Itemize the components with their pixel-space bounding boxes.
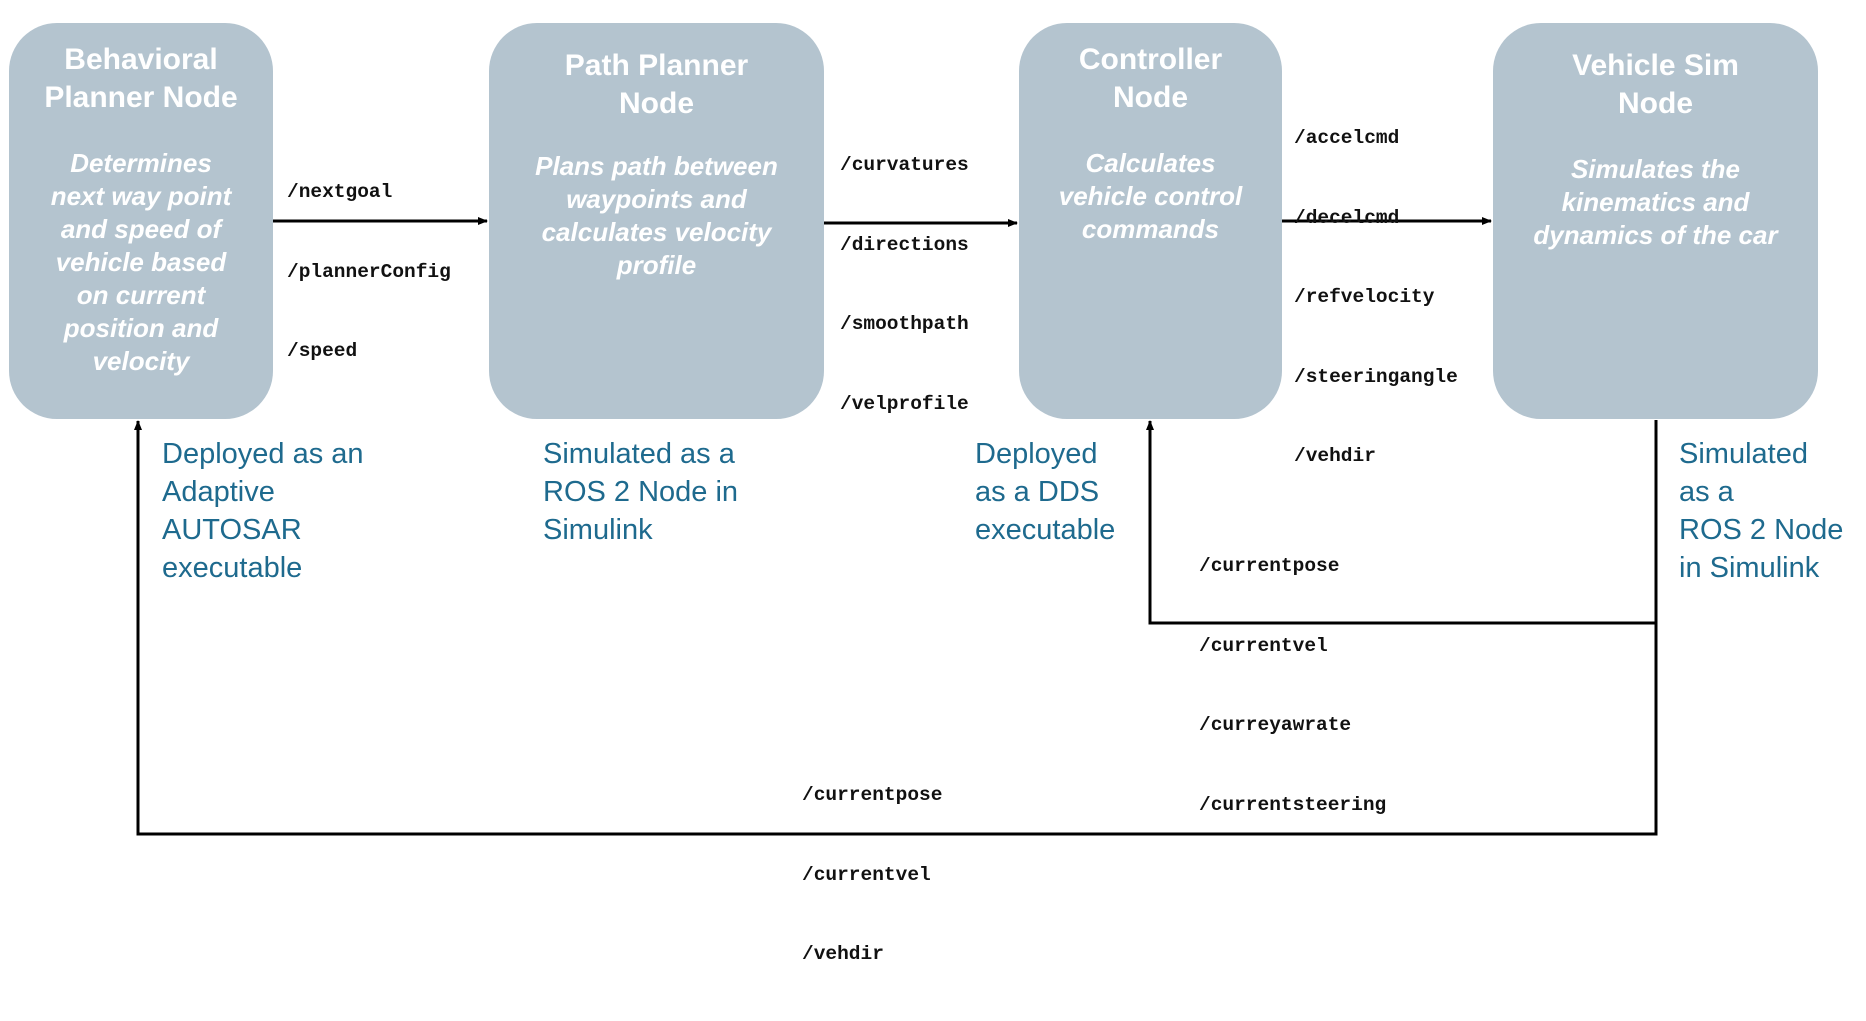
topic-label: /velprofile — [840, 392, 969, 415]
topic-label: /currentsteering — [1199, 793, 1387, 816]
topic-label: /directions — [840, 233, 969, 256]
topic-label: /currentpose — [802, 784, 943, 806]
deployment-behavioral: Deployed as an Adaptive AUTOSAR executab… — [162, 438, 364, 584]
path-planner-node: Path Planner Node Plans path between way… — [489, 23, 824, 419]
ros2-architecture-diagram: Behavioral Planner Node Determines next … — [9, 23, 1844, 965]
topic-label: /decelcmd — [1294, 206, 1400, 229]
connector-layer — [134, 217, 1658, 836]
feedback-vehicle-to-behavioral — [134, 420, 1658, 836]
deployment-controller: Deployed as a DDS executable — [975, 438, 1116, 546]
topic-label: /nextgoal — [287, 181, 393, 203]
topic-label: /accelcmd — [1294, 127, 1400, 149]
topic-label: /speed — [287, 340, 358, 362]
topic-label: /curreyawrate — [1199, 714, 1352, 736]
vehicle-sim-node: Vehicle Sim Node Simulates the kinematic… — [1493, 23, 1818, 419]
node-title: Controller Node — [1078, 43, 1223, 114]
topics-controller-to-vehicle: /accelcmd /decelcmd /refvelocity /steeri… — [1294, 72, 1458, 523]
controller-node: Controller Node Calculates vehicle contr… — [1019, 23, 1282, 419]
topic-label: /steeringangle — [1294, 365, 1458, 388]
topic-label: /vehdir — [1294, 445, 1376, 467]
topic-label: /refvelocity — [1294, 286, 1435, 308]
topic-label: /plannerConfig — [287, 260, 451, 283]
node-description: Determines next way point and speed of v… — [50, 148, 232, 376]
deployment-path: Simulated as a ROS 2 Node in Simulink — [543, 438, 739, 546]
node-description: Calculates vehicle control commands — [1058, 148, 1243, 244]
deployment-vehicle: Simulated as a ROS 2 Node in Simulink — [1679, 438, 1844, 584]
topic-label: /curvatures — [840, 154, 969, 176]
node-description: Plans path between waypoints and calcula… — [535, 151, 778, 280]
behavioral-planner-node: Behavioral Planner Node Determines next … — [9, 23, 273, 419]
node-title: Behavioral Planner Node — [44, 43, 238, 114]
node-description: Simulates the kinematics and dynamics of… — [1533, 154, 1778, 250]
topic-label: /vehdir — [802, 943, 884, 965]
topics-behavioral-to-path: /nextgoal /plannerConfig /speed — [287, 126, 451, 418]
topic-label: /currentpose — [1199, 555, 1340, 577]
feedback-vehicle-to-controller — [1146, 420, 1658, 625]
node-title: Path Planner Node — [564, 49, 749, 120]
topic-label: /currentvel — [1199, 634, 1328, 657]
topics-path-to-controller: /curvatures /directions /smoothpath /vel… — [840, 99, 969, 470]
topics-vehicle-to-behavioral: /currentpose /currentvel /vehdir — [802, 729, 942, 1021]
node-title: Vehicle Sim Node — [1572, 49, 1739, 120]
topic-label: /currentvel — [802, 863, 931, 886]
topics-vehicle-to-controller: /currentpose /currentvel /curreyawrate /… — [1199, 500, 1386, 871]
topic-label: /smoothpath — [840, 313, 969, 335]
